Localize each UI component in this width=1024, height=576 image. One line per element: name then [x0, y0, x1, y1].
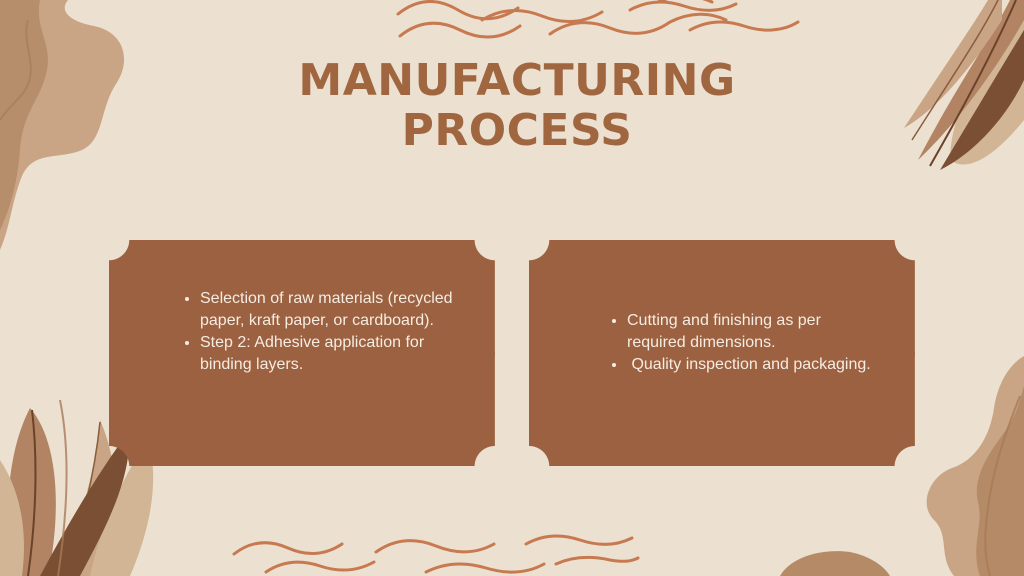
title-line-2: PROCESS [401, 105, 633, 156]
top-wave-lines-decoration [396, 0, 800, 39]
list-item: Cutting and finishing as per required di… [627, 310, 877, 354]
process-list-left: Selection of raw materials (recycled pap… [180, 288, 470, 376]
bottom-blob-decoration [780, 551, 890, 576]
top-right-leaves-decoration [904, 0, 1024, 170]
bottom-right-blob-decoration [926, 356, 1024, 576]
list-item: Selection of raw materials (recycled pap… [200, 288, 470, 332]
bottom-wave-lines-decoration [232, 534, 640, 574]
list-item: Quality inspection and packaging. [627, 354, 877, 376]
bottom-left-leaves-decoration [0, 400, 154, 576]
process-card-right: Cutting and finishing as per required di… [529, 240, 915, 466]
process-card-left: Selection of raw materials (recycled pap… [109, 240, 495, 466]
slide-title: MANUFACTURING PROCESS [212, 56, 822, 156]
title-line-1: MANUFACTURING [298, 55, 736, 106]
list-item: Step 2: Adhesive application for binding… [200, 332, 470, 376]
process-list-right: Cutting and finishing as per required di… [607, 310, 877, 376]
top-left-blob-decoration [0, 0, 125, 250]
